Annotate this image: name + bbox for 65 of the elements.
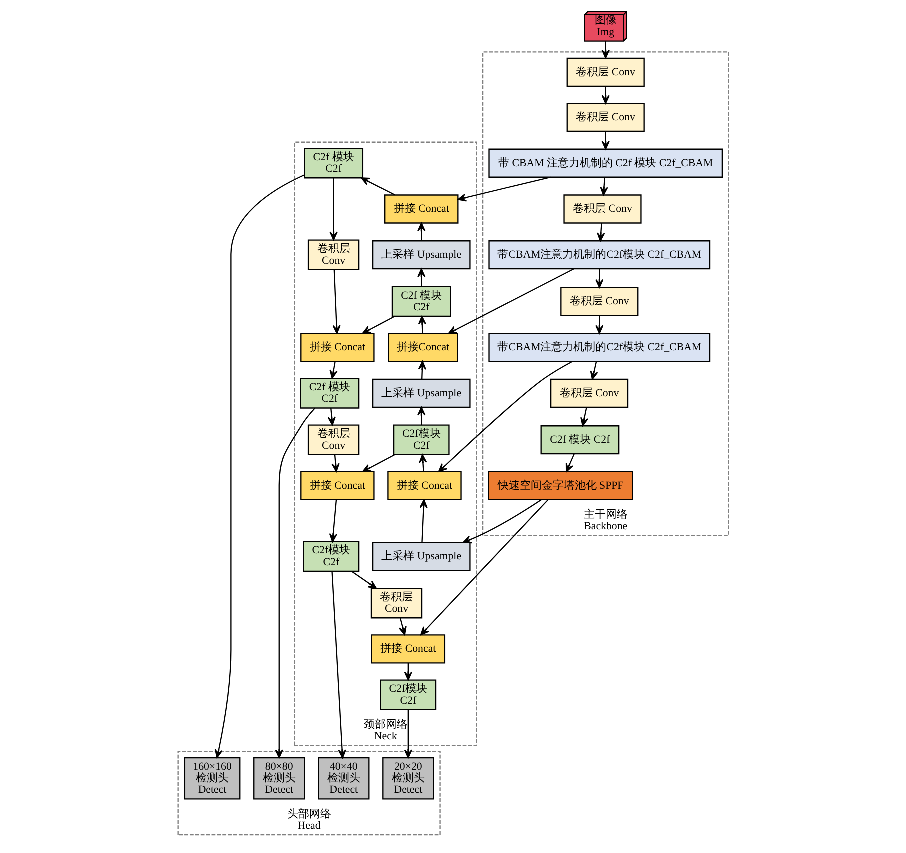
node-box: 拼接 Concat bbox=[300, 471, 374, 501]
arrow bbox=[398, 618, 406, 636]
node-box: 卷积层 Conv bbox=[550, 378, 628, 408]
node-box: C2f模块 C2f bbox=[302, 541, 360, 572]
arrow bbox=[417, 406, 426, 426]
node-box: C2f 模块 C2f bbox=[540, 426, 620, 455]
node-box: 卷积层 Conv bbox=[563, 194, 642, 224]
arrow bbox=[327, 408, 336, 426]
arrow bbox=[457, 176, 550, 202]
arrow bbox=[590, 362, 598, 380]
arrow bbox=[332, 270, 340, 334]
node-box: 卷积层 Conv bbox=[566, 102, 644, 132]
node-box: 拼接Concat bbox=[388, 333, 458, 362]
arrow bbox=[329, 362, 338, 380]
arrow bbox=[350, 571, 377, 590]
arrow bbox=[417, 268, 426, 287]
arrow bbox=[417, 222, 426, 242]
node-box: 40×40 检测头 Detect bbox=[318, 757, 370, 800]
node-box: C2f模块 C2f bbox=[392, 424, 450, 456]
node-box: 带CBAM注意力机制的C2f模块 C2f_CBAM bbox=[488, 333, 710, 362]
arrow bbox=[462, 500, 542, 544]
arrow bbox=[565, 454, 574, 472]
node-box: 带 CBAM 注意力机制的 C2f 模块 C2f_CBAM bbox=[488, 148, 723, 178]
arrow bbox=[418, 454, 427, 472]
node-box: 卷积层 Conv bbox=[560, 287, 638, 316]
arrow bbox=[580, 407, 588, 427]
arrow bbox=[331, 454, 340, 472]
node-box: 20×20 检测头 Detect bbox=[382, 757, 434, 800]
node-box: 卷积层 Conv bbox=[307, 424, 360, 456]
arrow bbox=[214, 174, 304, 758]
node-box: C2f模块 C2f bbox=[380, 680, 436, 710]
node-box: 拼接 Concat bbox=[387, 471, 462, 501]
node-box: 上采样 Upsample bbox=[372, 542, 470, 572]
node-box: 上采样 Upsample bbox=[372, 378, 470, 408]
arrow bbox=[329, 178, 338, 241]
arrow bbox=[595, 316, 604, 334]
node-box: 拼接 Concat bbox=[384, 194, 458, 224]
arrow bbox=[362, 316, 395, 334]
node-box: C2f 模块 C2f bbox=[304, 148, 364, 179]
node-box: 卷积层 Conv bbox=[566, 58, 644, 87]
arrow bbox=[601, 132, 610, 150]
arrow bbox=[595, 269, 604, 288]
arrow bbox=[274, 408, 315, 758]
node-box: 160×160 检测头 Detect bbox=[184, 757, 240, 800]
arrow bbox=[362, 454, 395, 472]
node-box: 拼接 Concat bbox=[300, 333, 374, 362]
node-box: 上采样 Upsample bbox=[372, 240, 470, 270]
arrow bbox=[420, 500, 548, 636]
node-box: 快速空间金字塔池化 SPPF bbox=[488, 471, 633, 501]
arrow bbox=[419, 500, 428, 543]
node-box: 带CBAM注意力机制的C2f模块 C2f_CBAM bbox=[488, 240, 710, 270]
node-box: 80×80 检测头 Detect bbox=[253, 757, 305, 800]
node-box: C2f 模块 C2f bbox=[300, 378, 360, 409]
arrow bbox=[360, 178, 395, 196]
arrow bbox=[404, 710, 412, 758]
arrow bbox=[601, 86, 610, 104]
node-box: 卷积层 Conv bbox=[307, 240, 360, 270]
arrow bbox=[328, 500, 337, 542]
node-box: C2f 模块 C2f bbox=[391, 286, 451, 318]
node-box: 拼接 Concat bbox=[370, 634, 446, 664]
arrow bbox=[418, 361, 426, 380]
node-box: 卷积层 Conv bbox=[370, 588, 422, 619]
arrow bbox=[331, 572, 346, 759]
arrow bbox=[600, 177, 608, 196]
arrow bbox=[596, 223, 605, 242]
